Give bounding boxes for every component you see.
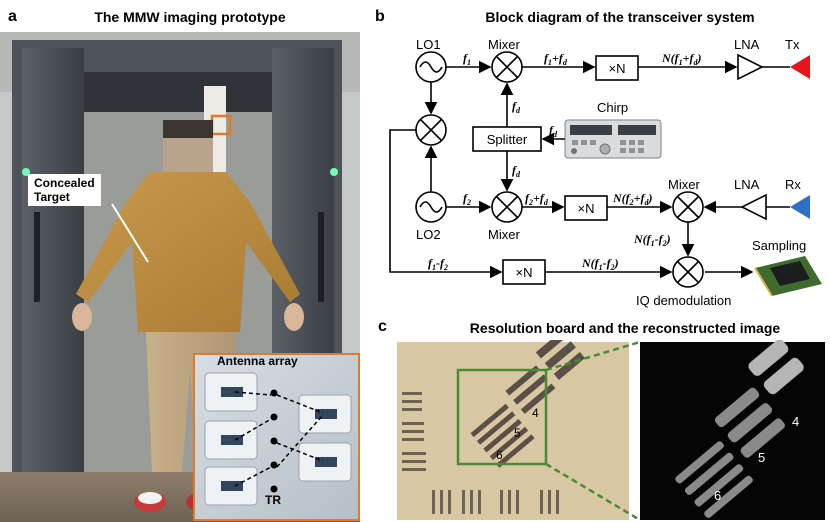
iq-mixer-symbol bbox=[672, 256, 704, 288]
rx-label: Rx bbox=[785, 177, 801, 192]
board-group-4: 4 bbox=[532, 406, 539, 420]
multiplier-bottom-label: ×N bbox=[516, 265, 533, 280]
lna-bottom-label: LNA bbox=[734, 177, 760, 192]
mixer-mid-label: Mixer bbox=[488, 227, 520, 242]
lo2-oscillator bbox=[415, 191, 447, 223]
mixer-left-symbol bbox=[415, 114, 447, 146]
lna-bottom-amplifier bbox=[740, 193, 767, 221]
splitter-box bbox=[472, 126, 542, 152]
antenna-array-label: Antenna array bbox=[217, 354, 298, 368]
wire-mixer-left-reference bbox=[389, 129, 503, 279]
mixer-top-symbol bbox=[491, 51, 523, 83]
panel-c-title: Resolution board and the reconstructed i… bbox=[469, 320, 781, 336]
sampling-label: Sampling bbox=[752, 238, 806, 253]
n-f1-plus-fd-label: N(f1+fd) bbox=[661, 51, 702, 67]
transceiver-block-diagram: LO1 Mixer f1 ×N f1+fd N(f1+fd) LNA Tx Sp… bbox=[389, 37, 822, 308]
f1-plus-fd-label: f1+fd bbox=[544, 51, 568, 67]
iq-label: IQ demodulation bbox=[636, 293, 731, 308]
zoom-region-box bbox=[456, 368, 548, 466]
recon-group-6: 6 bbox=[714, 488, 721, 503]
recon-group-4: 4 bbox=[792, 414, 799, 429]
tx-label: Tx bbox=[785, 37, 800, 52]
multiplier-mid-label: ×N bbox=[578, 201, 595, 216]
multiplier-top-label: ×N bbox=[609, 61, 626, 76]
concealed-label-line1: Concealed bbox=[34, 176, 95, 190]
antenna-array-inset: Antenna array TR bbox=[193, 353, 360, 521]
zoom-connector-top bbox=[545, 340, 641, 372]
tr-label: TR bbox=[265, 493, 281, 507]
fd-chirp-label: fd bbox=[549, 123, 558, 139]
chirp-generator-device bbox=[564, 119, 662, 159]
lo1-label: LO1 bbox=[416, 37, 441, 52]
multiplier-top-box bbox=[595, 55, 639, 81]
panel-a-letter: a bbox=[8, 8, 17, 25]
multiplier-bottom-box bbox=[502, 259, 546, 285]
panel-b-letter: b bbox=[375, 8, 385, 25]
n-f1-minus-f2-right-label: N(f1-f2) bbox=[633, 232, 671, 248]
resolution-board-photo bbox=[397, 342, 629, 520]
rx-antenna bbox=[790, 195, 810, 219]
lna-top-label: LNA bbox=[734, 37, 760, 52]
recon-group-5: 5 bbox=[758, 450, 765, 465]
f2-label: f2 bbox=[463, 191, 471, 207]
panel-c-letter: c bbox=[378, 318, 387, 335]
concealed-pointer-line bbox=[111, 203, 149, 263]
panel-a-title: The MMW imaging prototype bbox=[94, 9, 286, 25]
concealed-target-label: Concealed Target bbox=[28, 174, 101, 206]
tx-antenna bbox=[790, 55, 810, 79]
mixer-right-symbol bbox=[672, 191, 704, 223]
n-f2-plus-fd-label: N(f2+fd) bbox=[612, 191, 653, 207]
board-group-5: 5 bbox=[514, 426, 521, 440]
f1-minus-f2-label: f1-f2 bbox=[428, 256, 448, 272]
mixer-right-label: Mixer bbox=[668, 177, 700, 192]
f2-plus-fd-label: f2+fd bbox=[525, 191, 549, 207]
mixer-mid-symbol bbox=[491, 191, 523, 223]
splitter-label: Splitter bbox=[487, 132, 528, 147]
multiplier-mid-box bbox=[564, 195, 608, 221]
board-group-6: 6 bbox=[496, 448, 503, 462]
lo2-label: LO2 bbox=[416, 227, 441, 242]
fd-up-label: fd bbox=[512, 99, 521, 115]
panel-b-title: Block diagram of the transceiver system bbox=[485, 9, 755, 25]
lo1-oscillator bbox=[415, 51, 447, 83]
mixer-top-label: Mixer bbox=[488, 37, 520, 52]
zoom-connector-bottom bbox=[545, 462, 641, 522]
resolution-panel: 4 5 6 4 5 6 bbox=[397, 340, 825, 522]
f1-top-label: f1 bbox=[463, 51, 471, 67]
lna-top-amplifier bbox=[737, 53, 764, 81]
sampling-chip bbox=[754, 256, 822, 297]
n-f1-minus-f2-bottom-label: N(f1-f2) bbox=[581, 256, 619, 272]
antenna-board bbox=[195, 355, 358, 519]
concealed-label-line2: Target bbox=[34, 190, 70, 204]
chirp-label: Chirp bbox=[597, 100, 628, 115]
fd-down-label: fd bbox=[512, 163, 521, 179]
